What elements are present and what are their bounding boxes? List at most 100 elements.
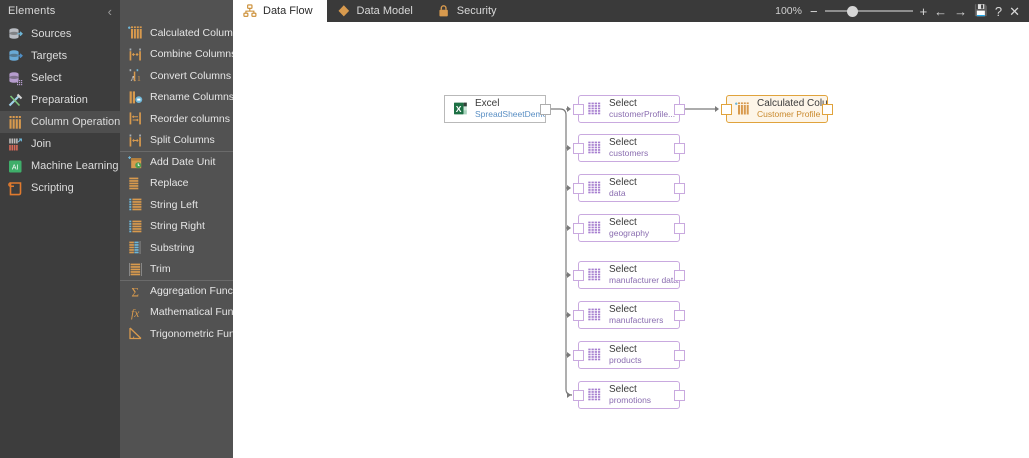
- arrow-right-icon[interactable]: →: [954, 3, 968, 19]
- node-calculated-column[interactable]: Calculated ColumnCustomer Profile: [721, 95, 833, 123]
- node-input-port[interactable]: [573, 389, 584, 401]
- sidebar-item-label: Preparation: [31, 94, 88, 106]
- database-in-icon: [8, 27, 23, 42]
- sidebar-item-sources[interactable]: Sources: [0, 23, 120, 45]
- sidebar-item-preparation[interactable]: Preparation: [0, 89, 120, 111]
- operation-item-add-date-unit[interactable]: Add Date Unit: [120, 151, 233, 173]
- tab-security[interactable]: Security: [427, 0, 511, 22]
- add-date-unit-icon: [128, 155, 143, 170]
- tab-label: Data Model: [356, 5, 413, 17]
- trim-icon: [128, 262, 143, 277]
- node-output-port[interactable]: [540, 103, 551, 115]
- sidebar-item-select[interactable]: Select: [0, 67, 120, 89]
- tab-data-model[interactable]: Data Model: [327, 0, 427, 22]
- operation-item-trim[interactable]: Trim: [120, 259, 233, 281]
- node-input-port[interactable]: [721, 103, 732, 115]
- operation-item-label: Trim: [150, 263, 171, 276]
- sidebar-item-label: Join: [31, 138, 52, 150]
- calculated-column-icon: [735, 101, 750, 116]
- arrow-left-icon[interactable]: ←: [934, 3, 948, 19]
- sidebar-item-targets[interactable]: Targets: [0, 45, 120, 67]
- svg-text:fx: fx: [131, 308, 140, 320]
- node-input-port[interactable]: [573, 309, 584, 321]
- operation-item-trigonometric-functi[interactable]: Trigonometric Functi...: [120, 323, 233, 345]
- select-grid-icon: [587, 180, 602, 195]
- close-x-icon[interactable]: ✕: [1009, 3, 1020, 19]
- operation-item-string-left[interactable]: String Left: [120, 194, 233, 216]
- node-input-port[interactable]: [573, 269, 584, 281]
- node-output-port[interactable]: [822, 103, 833, 115]
- sidebar-item-label: Select: [31, 72, 62, 84]
- database-out-icon: [8, 49, 23, 64]
- node-output-port[interactable]: [674, 389, 685, 401]
- tab-data-flow[interactable]: Data Flow: [233, 0, 327, 22]
- operation-item-reorder-columns[interactable]: Reorder columns: [120, 108, 233, 130]
- sidebar-item-column-operations[interactable]: Column Operations: [0, 111, 126, 133]
- node-subtitle: promotions: [609, 395, 652, 405]
- select-grid-icon: [587, 347, 602, 362]
- node-output-port[interactable]: [674, 269, 685, 281]
- operation-item-rename-columns[interactable]: Rename Columns: [120, 87, 233, 109]
- node-input-port[interactable]: [573, 349, 584, 361]
- operation-item-replace[interactable]: Replace: [120, 173, 233, 195]
- operation-item-label: Substring: [150, 241, 195, 254]
- minus-icon[interactable]: −: [809, 3, 818, 19]
- columns-icon: [8, 115, 23, 130]
- node-subtitle: manufacturers: [609, 315, 664, 325]
- node-input-port[interactable]: [573, 222, 584, 234]
- string-right-icon: [128, 219, 143, 234]
- node-subtitle: customers: [609, 148, 649, 158]
- operation-item-label: Replace: [150, 177, 189, 190]
- question-mark-icon[interactable]: ?: [994, 3, 1003, 19]
- sidebar-item-label: Column Operations: [31, 116, 126, 128]
- node-output-port[interactable]: [674, 309, 685, 321]
- operation-item-combine-columns[interactable]: Combine Columns: [120, 44, 233, 66]
- sidebar-item-label: Scripting: [31, 182, 74, 194]
- node-input-port[interactable]: [573, 103, 584, 115]
- svg-text:A: A: [131, 74, 137, 83]
- sidebar-item-join[interactable]: Join: [0, 133, 120, 155]
- node-input-port[interactable]: [573, 182, 584, 194]
- rename-columns-icon: [128, 90, 143, 105]
- ai-icon: AI: [8, 159, 23, 174]
- zoom-slider-thumb[interactable]: [846, 6, 858, 17]
- script-icon: [8, 181, 23, 196]
- node-output-port[interactable]: [674, 182, 685, 194]
- flow-edges: [551, 106, 719, 398]
- node-input-port[interactable]: [573, 142, 584, 154]
- node-subtitle: customerProfile...: [609, 109, 676, 119]
- tabs-holder: Data Flow Data Model Security: [233, 0, 511, 22]
- operation-item-split-columns[interactable]: Split Columns: [120, 130, 233, 152]
- operation-item-label: Split Columns: [150, 134, 215, 147]
- floppy-disk-icon[interactable]: 💾: [974, 4, 988, 17]
- operation-item-substring[interactable]: Substring: [120, 237, 233, 259]
- operation-item-string-right[interactable]: String Right: [120, 216, 233, 238]
- plus-icon[interactable]: +: [919, 3, 928, 19]
- node-title: Excel: [475, 98, 500, 110]
- node-output-port[interactable]: [674, 222, 685, 234]
- node-output-port[interactable]: [674, 142, 685, 154]
- node-output-port[interactable]: [674, 349, 685, 361]
- zoom-slider[interactable]: [824, 5, 913, 17]
- node-subtitle: SpreadSheetDemo l...: [475, 109, 545, 119]
- sidebar-item-scripting[interactable]: Scripting: [0, 177, 120, 199]
- chevron-left-icon[interactable]: ‹: [107, 3, 112, 19]
- operation-item-calculated-column[interactable]: Calculated Column: [120, 22, 233, 44]
- node-output-port[interactable]: [674, 103, 685, 115]
- node-subtitle: manufacturer data...: [609, 275, 679, 285]
